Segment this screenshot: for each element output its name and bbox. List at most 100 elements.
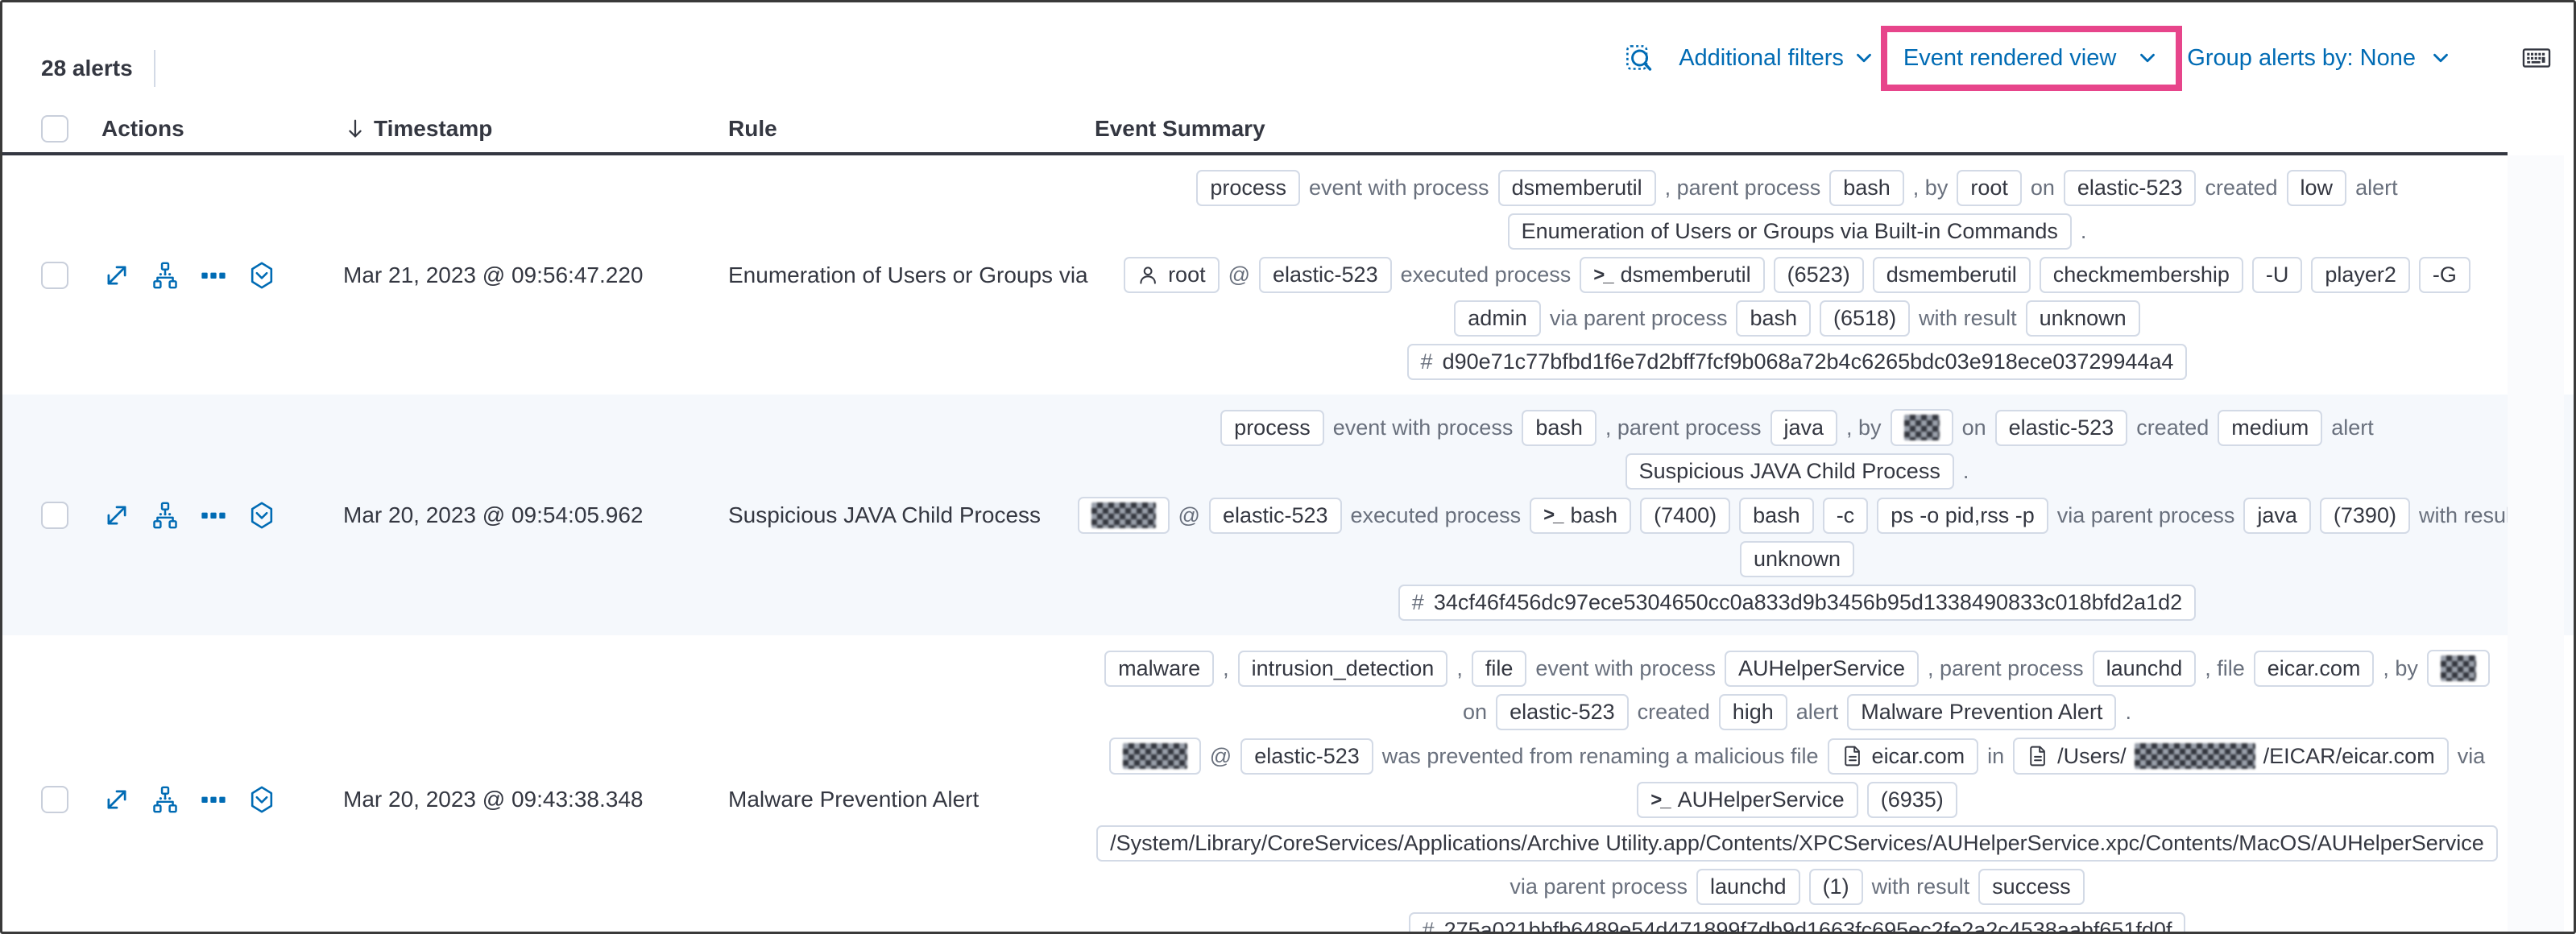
field-badge[interactable]: >_AUHelperService <box>1637 782 1858 818</box>
field-badge[interactable] <box>1108 738 1201 775</box>
field-badge[interactable]: eicar.com <box>1827 738 1979 775</box>
field-badge[interactable]: (6935) <box>1866 782 1957 818</box>
field-badge[interactable]: checkmembership <box>2039 257 2243 293</box>
field-badge[interactable]: low <box>2286 170 2347 206</box>
field-badge[interactable]: file <box>1471 650 1527 687</box>
field-badge[interactable]: (7400) <box>1640 497 1731 534</box>
row-checkbox[interactable] <box>41 785 68 813</box>
field-badge[interactable]: elastic-523 <box>1496 694 1629 730</box>
field-badge[interactable]: (1) <box>1808 869 1863 905</box>
more-actions-icon[interactable] <box>198 784 229 815</box>
field-badge[interactable] <box>2426 650 2490 687</box>
field-badge[interactable]: (6523) <box>1773 257 1864 293</box>
analyze-event-icon[interactable] <box>150 784 180 815</box>
badge-label: Suspicious JAVA Child Process <box>1638 459 1940 483</box>
field-badge[interactable]: -c <box>1822 497 1869 534</box>
field-badge[interactable]: success <box>1978 869 2085 905</box>
field-badge[interactable]: >_dsmemberutil <box>1580 257 1765 293</box>
field-badge[interactable] <box>1077 497 1170 534</box>
redacted-text <box>2440 655 2476 681</box>
field-badge[interactable]: /System/Library/CoreServices/Application… <box>1096 825 2498 862</box>
field-badge[interactable]: malware <box>1104 650 1215 687</box>
select-all-checkbox[interactable] <box>41 115 68 143</box>
field-badge[interactable]: dsmemberutil <box>1497 170 1656 206</box>
field-badge[interactable]: process <box>1196 170 1300 206</box>
open-session-view-icon[interactable] <box>246 260 277 291</box>
field-badge[interactable]: root <box>1957 170 2022 206</box>
keyboard-icon[interactable] <box>2516 40 2557 76</box>
summary-text: , parent process <box>1605 415 1762 440</box>
view-selector-dropdown[interactable]: Event rendered view <box>1903 45 2160 72</box>
badge-label: Malware Prevention Alert <box>1861 700 2103 724</box>
hash-badge[interactable]: #d90e71c77bfbd1f6e7d2bff7fcf9b068a72b4c6… <box>1406 344 2188 380</box>
field-badge[interactable]: medium <box>2218 409 2323 446</box>
more-actions-icon[interactable] <box>198 260 229 291</box>
field-badge[interactable]: high <box>1718 694 1787 730</box>
field-badge[interactable]: unknown <box>1739 541 1855 577</box>
header-rule: Rule <box>728 116 777 141</box>
field-badge[interactable]: bash <box>1736 300 1812 337</box>
field-badge[interactable]: Malware Prevention Alert <box>1847 694 2117 730</box>
row-checkbox[interactable] <box>41 501 68 529</box>
field-badge[interactable]: ps -o pid,rss -p <box>1877 497 2048 534</box>
field-badge[interactable]: -G <box>2418 257 2470 293</box>
field-badge[interactable]: eicar.com <box>2253 650 2375 687</box>
badge-label: -G <box>2432 262 2457 287</box>
field-badge[interactable]: >_bash <box>1530 497 1632 534</box>
field-badge[interactable]: dsmemberutil <box>1872 257 2031 293</box>
field-badge[interactable]: java <box>1770 409 1838 446</box>
field-badge[interactable]: elastic-523 <box>1259 257 1392 293</box>
field-badge[interactable]: elastic-523 <box>2063 170 2197 206</box>
field-badge[interactable]: root <box>1124 257 1220 293</box>
field-badge[interactable]: bash <box>1829 170 1904 206</box>
field-badge[interactable]: process <box>1220 409 1324 446</box>
field-badge[interactable]: intrusion_detection <box>1237 650 1448 687</box>
analyze-event-icon[interactable] <box>150 260 180 291</box>
row-checkbox[interactable] <box>41 261 68 289</box>
field-badge[interactable]: java <box>2243 497 2311 534</box>
field-badge[interactable]: player2 <box>2311 257 2410 293</box>
expand-alert-icon[interactable] <box>101 260 132 291</box>
additional-filters-dropdown[interactable]: Additional filters <box>1679 45 1876 72</box>
field-badge[interactable]: unknown <box>2025 300 2140 337</box>
summary-text: event with process <box>1308 176 1489 200</box>
field-badge[interactable]: Suspicious JAVA Child Process <box>1625 453 1954 490</box>
field-badge[interactable]: launchd <box>2092 650 2197 687</box>
field-badge[interactable]: elastic-523 <box>1208 497 1342 534</box>
summary-line: >_AUHelperService(6935) <box>1637 782 1957 818</box>
field-badge[interactable]: AUHelperService <box>1724 650 1920 687</box>
summary-text: @ <box>1209 743 1232 768</box>
summary-text: , by <box>2383 655 2418 680</box>
analyze-event-icon[interactable] <box>150 500 180 531</box>
inspect-icon[interactable] <box>1621 39 1658 76</box>
field-badge[interactable]: Enumeration of Users or Groups via Built… <box>1507 213 2072 250</box>
open-session-view-icon[interactable] <box>246 500 277 531</box>
field-badge[interactable]: (7390) <box>2319 497 2410 534</box>
field-badge[interactable]: /Users//EICAR/eicar.com <box>2013 738 2449 775</box>
vertical-scrollbar-track[interactable] <box>2508 155 2564 932</box>
field-badge[interactable]: launchd <box>1696 869 1800 905</box>
field-badge[interactable]: admin <box>1454 300 1541 337</box>
field-badge[interactable]: -U <box>2251 257 2303 293</box>
group-alerts-dropdown[interactable]: Group alerts by: None <box>2187 45 2453 72</box>
field-badge[interactable]: bash <box>1522 409 1597 446</box>
hash-badge[interactable]: #34cf46f456dc97ece5304650cc0a833d9b3456b… <box>1398 585 2197 621</box>
more-actions-icon[interactable] <box>198 500 229 531</box>
field-badge[interactable]: (6518) <box>1820 300 1911 337</box>
badge-label: launchd <box>1709 874 1787 899</box>
hash-badge[interactable]: #275a021bbfb6489e54d471899f7db9d1663fc69… <box>1408 912 2186 932</box>
field-badge[interactable] <box>1890 409 1953 446</box>
expand-alert-icon[interactable] <box>101 784 132 815</box>
badge-label: elastic-523 <box>1222 502 1328 527</box>
field-badge[interactable]: bash <box>1739 497 1814 534</box>
field-badge[interactable]: elastic-523 <box>1240 738 1373 775</box>
open-session-view-icon[interactable] <box>246 784 277 815</box>
redacted-text <box>1903 415 1940 440</box>
header-timestamp[interactable]: Timestamp <box>343 116 728 142</box>
expand-alert-icon[interactable] <box>101 500 132 531</box>
field-badge[interactable]: elastic-523 <box>1994 409 2128 446</box>
